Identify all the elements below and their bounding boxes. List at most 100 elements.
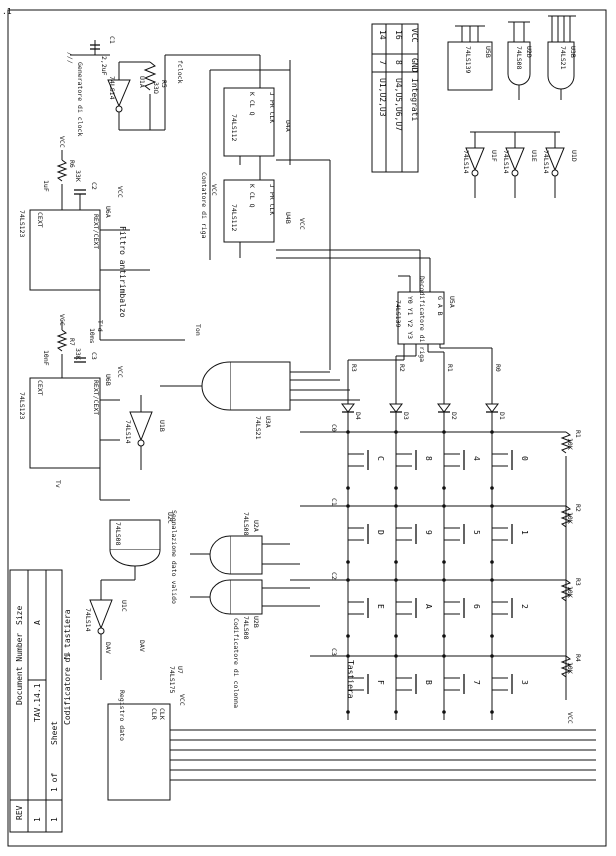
dec-riga-label: Decodificatore di riga (418, 276, 426, 362)
rev-value: 1 (33, 817, 42, 822)
u6a-ref: U6A (104, 206, 112, 218)
u2d-ref: U2D (525, 46, 533, 58)
key-label: 2 (520, 604, 529, 609)
key-switch-2: 2 (490, 578, 529, 638)
u1e-part: 74LS14 (502, 150, 510, 174)
row-r0: R0 (494, 364, 502, 372)
diode-d2: D2 (437, 403, 458, 420)
u5b-part: 74LS139 (464, 46, 472, 73)
key-switch-5: 5 (442, 504, 481, 564)
col-c1: C1 (330, 498, 338, 506)
u2b-part: 74LS08 (242, 616, 250, 640)
u5b-ref: U5B (484, 46, 492, 58)
key-switch-4: 4 (442, 430, 481, 490)
key-label: 0 (520, 456, 529, 461)
u1b-part: 74LS14 (124, 420, 132, 444)
u3a-gate: U3A 74LS21 (160, 361, 360, 440)
pt-h-vcc: VCC (410, 28, 419, 43)
u1d-ref: U1D (570, 150, 578, 162)
u4b-part: 74LS112 (230, 204, 238, 231)
key-label: D (376, 530, 385, 535)
sheet-border (7, 9, 607, 847)
pt-r2-int: U1,U2,U3 (378, 78, 387, 117)
u5a-part: 74LS139 (394, 300, 402, 327)
r7-ref: R7 (68, 338, 76, 346)
u2d-part: 74LS08 (515, 46, 523, 70)
u1c-inverter: U1C 74LS14 DAV Tv DAV (62, 579, 146, 680)
pt-h-gnd: GND (410, 58, 419, 73)
corner-label: .1 (2, 7, 12, 16)
segnalazione-label: Segnalazione dato valido (170, 510, 178, 604)
key-label: B (424, 680, 433, 685)
u2c-gate: U2C 74LS08 Segnalazione dato valido (109, 510, 178, 604)
u4b-ref: U4B (284, 212, 292, 224)
key-label: A (424, 604, 433, 609)
u6b-cext: CEXT (36, 380, 44, 396)
u4b-pins: J PR CLK (268, 184, 276, 215)
key-switch-7: 7 (442, 654, 481, 714)
davbar-label: DAV (104, 642, 112, 654)
u5a-pins: G A B (436, 296, 444, 316)
key-switch-3: 3 (490, 654, 529, 714)
key-label: 3 (520, 680, 529, 685)
sheet-label: Sheet (50, 721, 59, 745)
u5a-ref: U5A (448, 296, 456, 308)
row-r2: R2 (398, 364, 406, 372)
vcc-u7: VCC (178, 694, 186, 706)
sheet-value: 1 of (50, 773, 59, 792)
vcc-u6b: VCC (116, 366, 124, 378)
u6a-cext: CEXT (36, 212, 44, 228)
key-switch-1: 1 (490, 504, 529, 564)
u4b-pins-b: K CL Q (248, 184, 256, 208)
pt-r2-vcc: 14 (378, 30, 387, 40)
sheet-title: Codificatore di tastiera (63, 609, 72, 725)
power-table: VCC GND Integrati 16 8 U4,U5,U6,U7 14 7 … (371, 23, 419, 173)
filter-wiring: VCC R6 33K C2 1uF VCC VCC R7 33K C3 10nF… (42, 136, 202, 501)
key-label: 8 (424, 456, 433, 461)
key-label: 9 (424, 530, 433, 535)
key-label: F (376, 680, 385, 685)
u3b-part: 74LS21 (559, 46, 567, 70)
u1b-ref: U1B (158, 420, 166, 432)
u3b-ref: U3B (569, 46, 577, 58)
key-switch-C: C (346, 430, 385, 490)
col-c3: C3 (330, 648, 338, 656)
u5b-block: U5B 74LS139 (447, 25, 493, 91)
key-switch-9: 9 (394, 504, 433, 564)
u2d-gate: U2D 74LS08 (507, 21, 533, 100)
u1f-ref: U1F (490, 150, 498, 162)
clock-section-label: Generatore di clock (76, 62, 84, 136)
diode-d4: D4 (341, 403, 362, 420)
key-switch-8: 8 (394, 430, 433, 490)
svg-text:10K: 10K (566, 662, 574, 674)
c3-ref: C3 (90, 352, 98, 360)
pt-r1-vcc: 16 (394, 30, 403, 40)
u4a-pins: J PR CLK (268, 92, 276, 123)
u5a-decoder: G A B Y0 Y1 Y2 Y3 U5A 74LS139 Decodifica… (394, 275, 456, 362)
col-c2: C2 (330, 572, 338, 580)
size-value: A (33, 620, 42, 625)
svg-text:R2: R2 (574, 504, 582, 512)
vcc-u6a: VCC (116, 186, 124, 198)
pt-r1-int: U4,U5,U6,U7 (394, 78, 403, 131)
u5a-outs: Y0 Y1 Y2 Y3 (406, 296, 414, 339)
c2-val: 1uF (42, 180, 50, 192)
u6a-monostable: CEXT REXT/CEXT U6A 74LS123 (18, 206, 112, 291)
u1b-inverter: U1B 74LS14 (124, 395, 166, 470)
r7-val: 33K (74, 348, 82, 360)
pt-r2-gnd: 7 (378, 60, 387, 65)
c2-ref: C2 (90, 182, 98, 190)
u6b-ref: U6B (104, 374, 112, 386)
u2a-ref: U2A (252, 520, 260, 532)
svg-text:R3: R3 (574, 578, 582, 586)
u4a-ref: U4A (284, 120, 292, 132)
u6b-rext: REXT/CEXT (92, 380, 100, 415)
u1f-part: 74LS14 (462, 150, 470, 174)
key-label: 1 (520, 530, 529, 535)
sheet-total: 1 (50, 817, 59, 822)
